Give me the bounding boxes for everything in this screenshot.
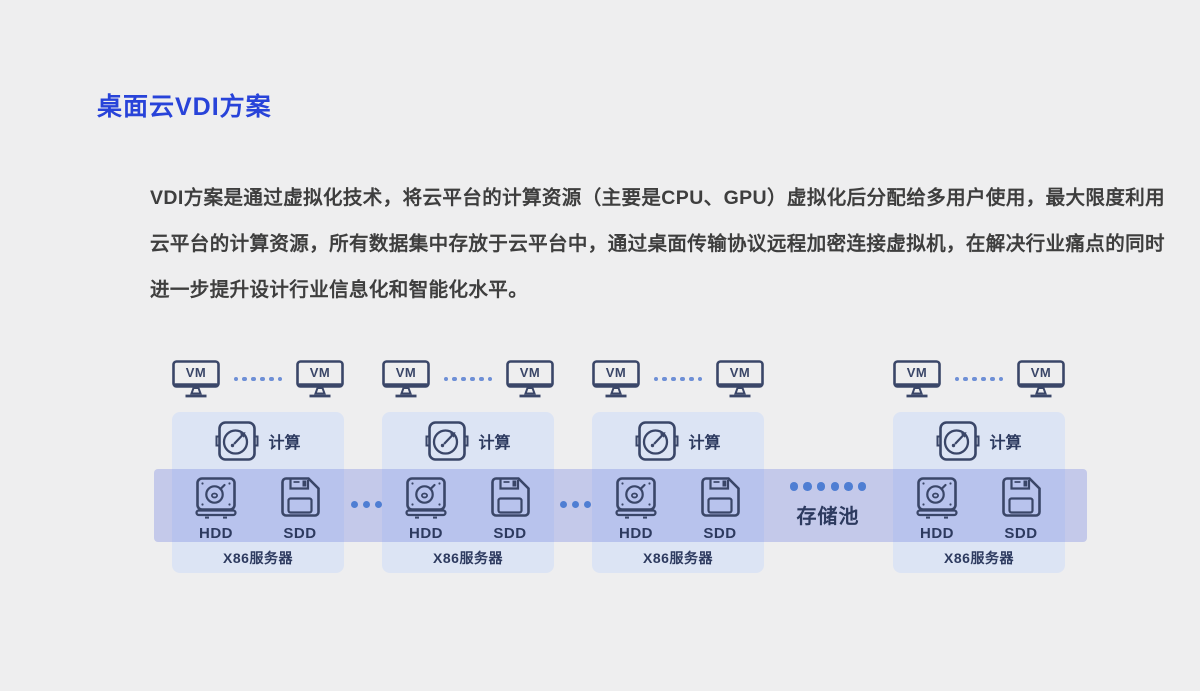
disks-row: HDD SDD: [172, 474, 344, 542]
compute-row: 计算: [592, 420, 764, 462]
server-group: VM VM: [382, 360, 554, 573]
vm-label: VM: [185, 365, 207, 380]
compute-gauge-icon: [425, 420, 469, 462]
vm-label: VM: [519, 365, 541, 380]
vm-label: VM: [906, 365, 928, 380]
vm-monitor-icon: VM: [592, 360, 640, 398]
compute-row: 计算: [382, 420, 554, 462]
sdd-column: SDD: [269, 474, 331, 542]
sdd-label: SDD: [703, 525, 737, 542]
compute-label: 计算: [989, 435, 1022, 452]
vm-label: VM: [605, 365, 627, 380]
vm-monitor-icon: VM: [172, 360, 220, 398]
hdd-icon: [193, 474, 239, 520]
compute-gauge-icon: [936, 420, 980, 462]
page-title: 桌面云VDI方案: [97, 93, 272, 121]
vm-label: VM: [1030, 365, 1052, 380]
server-group: VM VM: [592, 360, 764, 573]
sdd-column: SDD: [689, 474, 751, 542]
ellipsis-dots-icon: [651, 376, 704, 382]
ellipsis-dots-icon: [557, 501, 594, 508]
sdd-icon: [277, 474, 323, 520]
hdd-icon: [613, 474, 659, 520]
compute-gauge-icon: [215, 420, 259, 462]
hdd-label: HDD: [199, 525, 233, 542]
hdd-column: HDD: [395, 474, 457, 542]
vm-label: VM: [395, 365, 417, 380]
vm-label: VM: [729, 365, 751, 380]
server-label: X86服务器: [944, 550, 1014, 566]
server-group: VM VM: [893, 360, 1065, 573]
storage-pool-label: 存储池: [796, 505, 860, 528]
hdd-icon: [914, 474, 960, 520]
sdd-label: SDD: [283, 525, 317, 542]
vm-row: VM VM: [893, 360, 1065, 398]
vm-monitor-icon: VM: [506, 360, 554, 398]
vm-monitor-icon: VM: [296, 360, 344, 398]
hdd-column: HDD: [906, 474, 968, 542]
disks-row: HDD SDD: [592, 474, 764, 542]
compute-gauge-icon: [635, 420, 679, 462]
compute-label: 计算: [688, 435, 721, 452]
hdd-icon: [403, 474, 449, 520]
vm-row: VM VM: [172, 360, 344, 398]
sdd-icon: [998, 474, 1044, 520]
server-label: X86服务器: [643, 550, 713, 566]
ellipsis-dots-icon: [348, 501, 385, 508]
sdd-label: SDD: [1004, 525, 1038, 542]
hdd-label: HDD: [920, 525, 954, 542]
vm-monitor-icon: VM: [1017, 360, 1065, 398]
vm-row: VM VM: [382, 360, 554, 398]
sdd-column: SDD: [479, 474, 541, 542]
paragraph-line: 进一步提升设计行业信息化和智能化水平。: [150, 279, 529, 301]
compute-label: 计算: [478, 435, 511, 452]
sdd-icon: [487, 474, 533, 520]
compute-row: 计算: [172, 420, 344, 462]
hdd-column: HDD: [605, 474, 667, 542]
vm-row: VM VM: [592, 360, 764, 398]
compute-label: 计算: [268, 435, 301, 452]
hdd-column: HDD: [185, 474, 247, 542]
compute-row: 计算: [893, 420, 1065, 462]
server-group: VM VM: [172, 360, 344, 573]
storage-pool: 存储池: [763, 469, 893, 542]
hdd-label: HDD: [409, 525, 443, 542]
disks-row: HDD SDD: [893, 474, 1065, 542]
sdd-label: SDD: [493, 525, 527, 542]
paragraph-line: VDI方案是通过虚拟化技术，将云平台的计算资源（主要是CPU、GPU）虚拟化后分…: [150, 187, 1166, 209]
ellipsis-dots-icon: [952, 376, 1005, 382]
vm-monitor-icon: VM: [716, 360, 764, 398]
ellipsis-dots-icon: [441, 376, 494, 382]
vm-monitor-icon: VM: [382, 360, 430, 398]
sdd-column: SDD: [990, 474, 1052, 542]
vm-label: VM: [309, 365, 331, 380]
sdd-icon: [697, 474, 743, 520]
paragraph-line: 云平台的计算资源，所有数据集中存放于云平台中，通过桌面传输协议远程加密连接虚拟机…: [150, 233, 1165, 255]
description-paragraph: VDI方案是通过虚拟化技术，将云平台的计算资源（主要是CPU、GPU）虚拟化后分…: [150, 175, 1166, 313]
ellipsis-dots-icon: [231, 376, 284, 382]
disks-row: HDD SDD: [382, 474, 554, 542]
hdd-label: HDD: [619, 525, 653, 542]
vm-monitor-icon: VM: [893, 360, 941, 398]
server-label: X86服务器: [433, 550, 503, 566]
server-label: X86服务器: [223, 550, 293, 566]
ellipsis-dots-icon: [787, 482, 869, 491]
